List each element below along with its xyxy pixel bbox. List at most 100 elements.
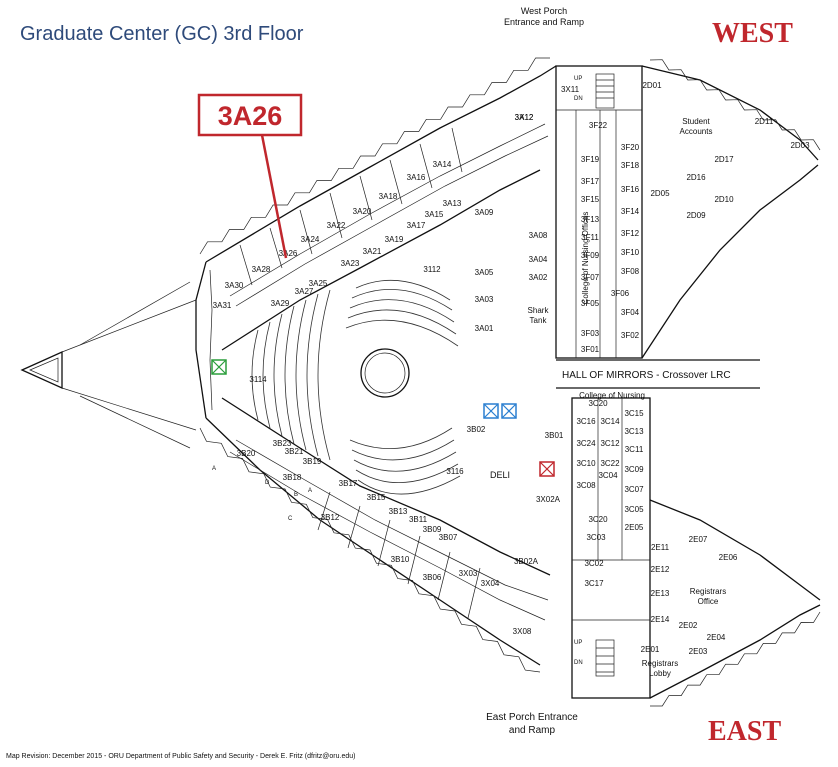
college-nursing-offices-label: College of Nursing Offices xyxy=(581,212,590,305)
registrars-lobby-label-2: Lobby xyxy=(649,669,671,678)
room-label: 3B02A xyxy=(514,557,539,566)
room-label: 3C14 xyxy=(600,417,620,426)
room-label: 3B21 xyxy=(285,447,304,456)
room-label: 2D17 xyxy=(714,155,734,164)
registrars-lobby-label: Registrars xyxy=(642,659,678,668)
room-label: 3A25 xyxy=(309,279,328,288)
room-label: 3B02 xyxy=(467,425,486,434)
room-label: 3A21 xyxy=(363,247,382,256)
room-label: 3A17 xyxy=(407,221,426,230)
mark-a: A xyxy=(308,488,312,494)
room-label: 3A08 xyxy=(529,231,548,240)
room-label: 3A26 xyxy=(279,249,298,258)
room-label: 2E06 xyxy=(719,553,738,562)
room-label: 3B20 xyxy=(237,449,256,458)
room-label: 3C15 xyxy=(624,409,644,418)
mark-dn: DN xyxy=(574,660,583,666)
jagged-wall xyxy=(649,59,821,151)
room-label: 3X08 xyxy=(513,627,532,636)
room-label: 3F04 xyxy=(621,308,640,317)
room-label: 3A04 xyxy=(529,255,548,264)
room-label: 3A16 xyxy=(407,173,426,182)
west-entrance-label-2: Entrance and Ramp xyxy=(504,17,584,27)
rotunda-circle xyxy=(360,348,410,398)
room-label: 2D10 xyxy=(714,195,734,204)
room-label: 3C22 xyxy=(600,459,620,468)
room-label: 3C24 xyxy=(576,439,596,448)
room-label: 3A29 xyxy=(271,299,290,308)
east-label: EAST xyxy=(708,716,781,747)
room-3116-seating xyxy=(349,427,461,495)
east-entrance-label-2: and Ramp xyxy=(509,725,556,736)
room-label: 3B19 xyxy=(303,457,322,466)
room-label: 3A24 xyxy=(301,235,320,244)
mark-dn: DN xyxy=(574,96,583,102)
room-label: 2E02 xyxy=(679,621,698,630)
stair-icon-west xyxy=(595,73,615,109)
room-label: 3F18 xyxy=(621,161,640,170)
room-label: 2E14 xyxy=(651,615,670,624)
room-label: 2D01 xyxy=(642,81,662,90)
room-label: 2D09 xyxy=(686,211,706,220)
room-label: 3B09 xyxy=(423,525,442,534)
room-label: 3C11 xyxy=(625,445,644,454)
room-label: 3112 xyxy=(423,265,441,274)
room-label: 3F14 xyxy=(621,207,640,216)
west-tip-arrow xyxy=(20,281,197,449)
highlight-room-label: 3A26 xyxy=(218,101,283,131)
room-label: 2D05 xyxy=(650,189,670,198)
room-label: 3B13 xyxy=(389,507,408,516)
registrars-office-label: Registrars xyxy=(690,587,726,596)
room-label: 3A05 xyxy=(475,268,494,277)
room-label: 3F22 xyxy=(589,121,608,130)
room-label: 3F08 xyxy=(621,267,640,276)
room-label: 3C03 xyxy=(586,533,606,542)
room-label: 3B10 xyxy=(391,555,410,564)
room-3112-seating xyxy=(345,279,459,347)
room-label: 3C02 xyxy=(584,559,604,568)
room-label: 3F17 xyxy=(581,177,600,186)
mark-up: UP xyxy=(574,640,582,646)
room-label: 3C08 xyxy=(576,481,596,490)
highlight-pointer xyxy=(260,134,288,259)
room-label: 3A22 xyxy=(327,221,346,230)
room-label: 3A13 xyxy=(443,199,462,208)
room-label: 3B18 xyxy=(283,473,302,482)
room-label: 3X02A xyxy=(536,495,561,504)
room-label: 3A18 xyxy=(379,192,398,201)
room-label: 3X12 xyxy=(515,113,534,122)
room-label: 3C04 xyxy=(598,471,618,480)
room-label: 3B11 xyxy=(409,515,428,524)
mark-a: A xyxy=(212,466,216,472)
room-label: 3X03 xyxy=(459,569,478,578)
room-label: 3B01 xyxy=(545,431,564,440)
room-label: 3F20 xyxy=(621,143,640,152)
room-label: 3A27 xyxy=(295,287,314,296)
room-label: 3A20 xyxy=(353,207,372,216)
room-label: 3116 xyxy=(446,467,464,476)
room-label: 3A02 xyxy=(529,273,548,282)
room-label: 2E07 xyxy=(689,535,708,544)
jagged-wall xyxy=(650,611,821,707)
mark-up: UP xyxy=(574,76,582,82)
room-label: 3A23 xyxy=(341,259,360,268)
room-label: 3C12 xyxy=(600,439,620,448)
room-label: 2E12 xyxy=(651,565,670,574)
room-label: 3A12 xyxy=(515,113,534,122)
room-label: 3C09 xyxy=(624,465,644,474)
room-label: 3A01 xyxy=(475,324,494,333)
mark-c: C xyxy=(288,516,293,522)
room-label: 2E05 xyxy=(625,523,644,532)
room-label: 3C16 xyxy=(576,417,596,426)
auditorium-3114-seating xyxy=(251,289,331,461)
building-outline xyxy=(195,65,821,699)
room-label: 3B15 xyxy=(367,493,386,502)
stair-exit-icon xyxy=(211,359,227,375)
registrars-office-label-2: Office xyxy=(698,597,719,606)
mark-b: B xyxy=(294,492,298,498)
college-nursing-label: College of Nursing xyxy=(579,391,645,400)
room-label: 3C13 xyxy=(624,427,644,436)
west-label: WEST xyxy=(712,18,793,49)
room-label: 3C07 xyxy=(624,485,644,494)
